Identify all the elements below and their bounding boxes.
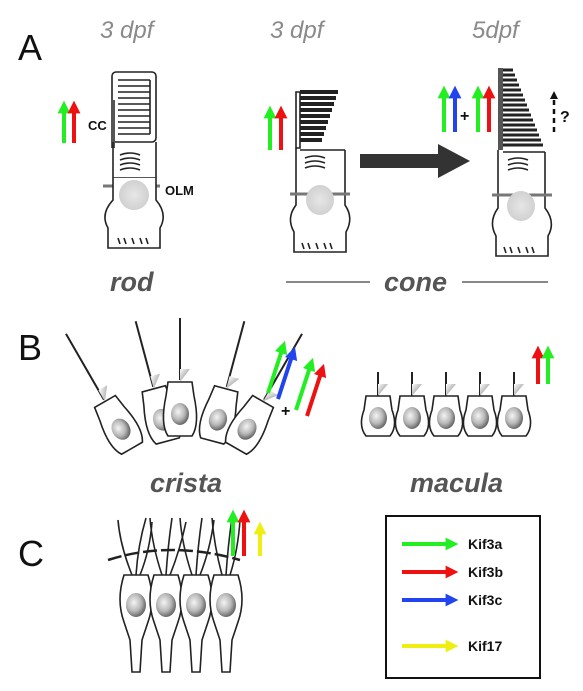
legend: Kif3a Kif3b Kif3c Kif17 <box>385 515 541 679</box>
crista-label: crista <box>150 468 222 498</box>
cone-3dpf-arrows <box>263 105 288 150</box>
kif3a-arrow <box>294 357 316 411</box>
macula-hair-cells <box>360 372 532 437</box>
crista-hair-cells <box>65 318 303 456</box>
legend-kif3c-label: Kif3c <box>468 592 502 608</box>
legend-kif3b-label: Kif3b <box>468 564 503 580</box>
macula-arrows <box>531 345 555 384</box>
kif3b-arrow <box>305 363 327 417</box>
legend-kif3a-label: Kif3a <box>468 536 502 552</box>
cone-5dpf <box>491 68 553 257</box>
crista-arrows: + <box>266 340 327 420</box>
legend-kif17-label: Kif17 <box>468 638 502 654</box>
panel-label-a: A <box>18 27 42 68</box>
plus-sign: + <box>281 403 290 420</box>
rod-stage-label: 3 dpf <box>100 17 156 44</box>
kif3c-arrow <box>276 346 298 400</box>
cone-3dpf <box>289 90 351 253</box>
neuromast-hair-cells <box>107 517 243 673</box>
cone-stage-label-5dpf: 5dpf <box>472 17 521 44</box>
neuromast-arrows <box>226 509 267 556</box>
cone-stage-label-3dpf: 3 dpf <box>270 17 326 44</box>
cone-5dpf-arrows: + ? <box>437 85 570 132</box>
rod-label: rod <box>110 267 154 297</box>
panel-label-c: C <box>18 533 44 574</box>
cone-label: cone <box>384 267 447 297</box>
macula-label: macula <box>410 468 503 498</box>
cc-label: CC <box>88 118 107 133</box>
question-mark: ? <box>560 109 570 126</box>
development-arrow <box>360 144 470 178</box>
rod-arrows <box>57 100 81 143</box>
panel-label-b: B <box>18 327 42 368</box>
rod-photoreceptor: CC OLM <box>88 71 194 249</box>
kif3a-arrow <box>266 340 288 394</box>
plus-sign: + <box>460 108 469 125</box>
olm-label: OLM <box>165 183 194 198</box>
